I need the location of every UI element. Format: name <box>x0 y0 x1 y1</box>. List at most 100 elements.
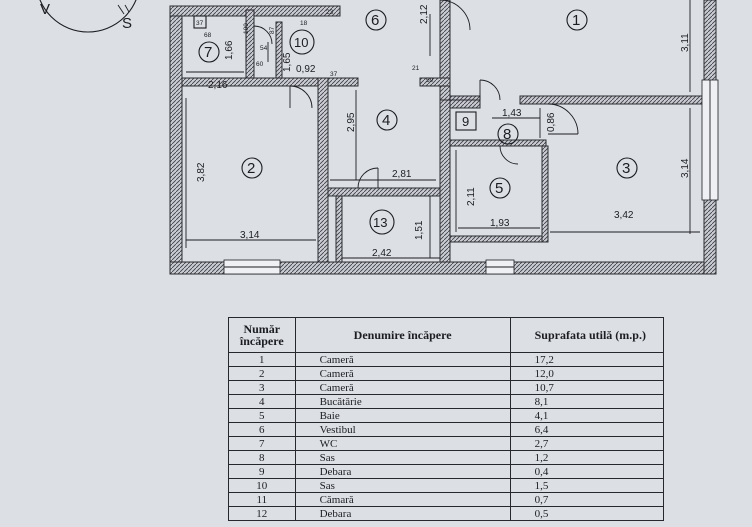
room-marker-9 <box>455 111 477 131</box>
dim-0-92: 0,92 <box>296 64 316 75</box>
room-marker-2 <box>241 157 263 179</box>
room-number-13: 13 <box>373 215 387 230</box>
small-marks: 37 68 100 54 87 60 18 23 37 21 59 <box>193 9 434 84</box>
dim-1-51: 1,51 <box>414 220 425 240</box>
mark-54: 54 <box>260 45 268 52</box>
room-number-cell: 4 <box>228 394 296 409</box>
room-number-6: 6 <box>371 12 379 29</box>
dim-0-86: 0,86 <box>546 112 557 132</box>
mark-100: 100 <box>243 23 250 34</box>
room-number-8: 8 <box>503 126 511 143</box>
room-number-5: 5 <box>495 180 503 197</box>
room-area-table: Număr încăpere Denumire încăpere Suprafa… <box>228 317 665 521</box>
room-marker-8 <box>497 123 519 145</box>
dim-1-66: 1,66 <box>224 40 235 60</box>
mark-59: 59 <box>426 77 434 84</box>
room-name-cell: Cameră <box>294 352 511 367</box>
room-area-cell: 1,2 <box>509 450 665 465</box>
dim-3-42: 3,42 <box>614 210 634 221</box>
dim-3-11: 3,11 <box>680 33 691 52</box>
room-number-1: 1 <box>572 12 580 29</box>
compass-circle <box>39 0 137 33</box>
room-area-cell: 1,5 <box>509 478 665 493</box>
compass-letter-v: V <box>40 1 50 18</box>
dim-2-11: 2,11 <box>466 187 477 206</box>
room-number-cell: 1 <box>228 352 296 367</box>
dim-1-65: 1,65 <box>282 52 293 72</box>
room-area-cell: 0,7 <box>509 492 665 507</box>
room-area-cell: 17,2 <box>509 352 665 367</box>
compass-tick <box>124 4 130 13</box>
room-marker-7 <box>198 41 220 63</box>
room-marker-4 <box>376 109 398 131</box>
room-markers: 1 2 3 4 5 6 7 8 9 10 13 <box>198 9 638 235</box>
room-name-cell: Bucătărie <box>294 394 511 409</box>
table-header-row: Număr încăpere Denumire încăpere Suprafa… <box>228 317 665 353</box>
room-number-cell: 2 <box>228 366 296 381</box>
room-name-cell: Cameră <box>294 380 511 395</box>
compass: V S <box>39 0 137 33</box>
room-area-cell: 2,7 <box>509 436 665 451</box>
dim-2-42: 2,42 <box>372 248 392 259</box>
room-number-10: 10 <box>294 35 308 50</box>
room-name-cell: Debara <box>294 464 511 479</box>
header-usable-area: Suprafata utilă (m.p.) <box>509 317 665 353</box>
dim-2-81: 2,81 <box>392 169 412 180</box>
doors <box>253 0 579 189</box>
dim-1-43: 1,43 <box>502 108 522 119</box>
room-marker-10 <box>289 29 315 55</box>
mark-60: 60 <box>256 61 264 68</box>
room-number-cell: 8 <box>228 450 296 465</box>
room-name-cell: Vestibul <box>294 422 511 437</box>
room-marker-6 <box>365 9 387 31</box>
mark-21: 21 <box>412 65 420 72</box>
room-number-2: 2 <box>247 160 255 177</box>
mark-37b: 37 <box>330 71 338 78</box>
header-room-number: Număr încăpere <box>228 317 296 353</box>
mark-68: 68 <box>204 32 212 39</box>
room-area-cell: 0,4 <box>509 464 665 479</box>
room-number-cell: 10 <box>228 478 296 493</box>
room-number-3: 3 <box>622 160 630 177</box>
room-marker-1 <box>566 9 588 31</box>
walls <box>169 0 717 275</box>
dim-1-93: 1,93 <box>490 218 510 229</box>
dim-2-12: 2,12 <box>419 4 430 24</box>
room-name-cell: Debara <box>294 506 511 521</box>
room-area-cell: 6,4 <box>509 422 665 437</box>
mark-37a: 37 <box>196 20 204 27</box>
room-number-cell: 3 <box>228 380 296 395</box>
room-name-cell: Sas <box>294 478 511 493</box>
room-name-cell: Cameră <box>294 366 511 381</box>
room-number-cell: 5 <box>228 408 296 423</box>
room-name-cell: Cămară <box>294 492 511 507</box>
windows <box>223 79 719 275</box>
header-room-name: Denumire încăpere <box>294 317 511 353</box>
room-area-cell: 0,5 <box>509 506 665 521</box>
dimension-lines <box>185 0 700 259</box>
room-marker-5 <box>489 177 511 199</box>
room-area-cell: 4,1 <box>509 408 665 423</box>
room-area-cell: 8,1 <box>509 394 665 409</box>
mark-18: 18 <box>300 20 308 27</box>
dimension-labels: 2,16 1,66 0,92 1,65 2,12 3,11 3,82 3,14 … <box>196 4 691 259</box>
room-name-cell: Baie <box>294 408 511 423</box>
dim-3-82: 3,82 <box>196 162 207 182</box>
room-marker-13 <box>369 209 395 235</box>
dim-2-95: 2,95 <box>346 112 357 132</box>
compass-letter-s: S <box>122 15 132 32</box>
mark-87: 87 <box>269 26 276 34</box>
mark-23: 23 <box>326 9 334 16</box>
